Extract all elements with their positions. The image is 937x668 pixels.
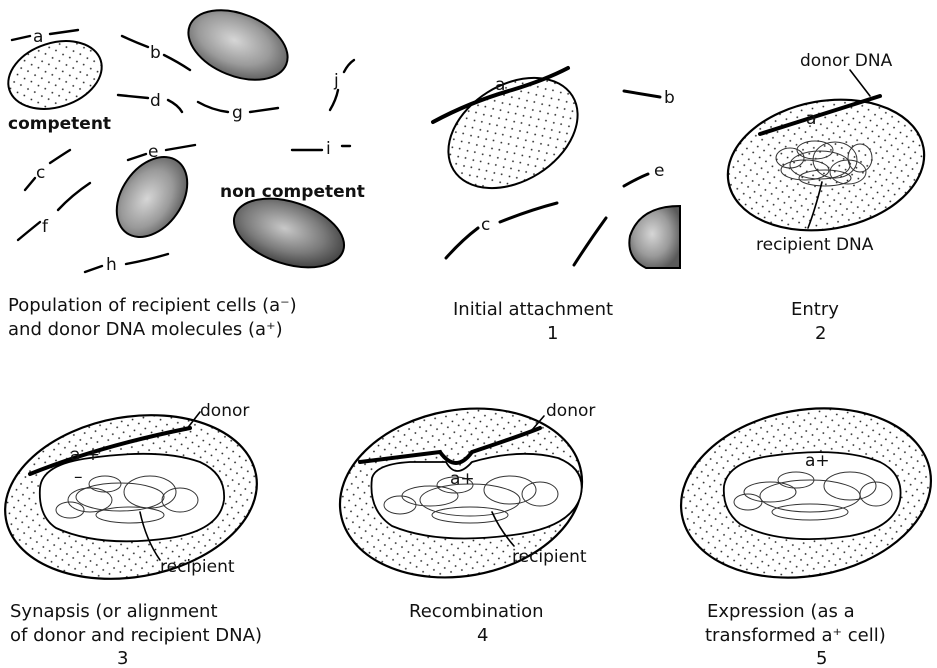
entry-recipient-label: recipient DNA xyxy=(756,235,874,255)
panel-population: a b c d e f g h i j competent non compet… xyxy=(0,0,365,340)
fragment-e-label: e xyxy=(148,142,158,162)
recombination-donor-label: donor xyxy=(546,401,595,421)
caption-recombination-number: 4 xyxy=(477,625,488,646)
caption-attachment-number: 1 xyxy=(547,323,558,344)
fragment-i-label: i xyxy=(326,139,331,159)
attachment-cell xyxy=(428,55,598,211)
panel-synapsis: donor a + – recipient Synapsis (or align… xyxy=(0,396,270,668)
caption-expression-number: 5 xyxy=(816,648,827,668)
fragment-h-label: h xyxy=(106,255,117,275)
caption-population-line2: and donor DNA molecules (a⁺) xyxy=(8,319,283,340)
competent-label: competent xyxy=(8,114,111,134)
entry-donor-label: donor DNA xyxy=(800,51,893,71)
fragment-g-label: g xyxy=(232,103,243,123)
caption-attachment: Initial attachment xyxy=(453,299,613,320)
caption-synapsis-line2: of donor and recipient DNA) xyxy=(10,625,262,646)
synapsis-donor-label: donor xyxy=(200,401,249,421)
synapsis-marker-plus: a + xyxy=(70,445,100,465)
caption-synapsis-line1: Synapsis (or alignment xyxy=(10,601,218,622)
noncompetent-cell-top xyxy=(178,0,298,93)
entry-donor-pointer xyxy=(850,70,870,96)
caption-expression-line2: transformed a⁺ cell) xyxy=(705,625,886,646)
fragment-c-label: c xyxy=(36,163,45,183)
fragment-c-label-p1: c xyxy=(481,215,490,235)
fragment-e-label-p1: e xyxy=(654,161,664,181)
noncompetent-label: non competent xyxy=(220,182,365,202)
competent-cell xyxy=(0,30,111,121)
fragment-f-label: f xyxy=(42,217,49,237)
caption-entry: Entry xyxy=(791,299,839,320)
fragment-j-label: j xyxy=(333,71,339,91)
synapsis-marker-minus: – xyxy=(74,467,83,487)
partial-noncompetent-cell xyxy=(629,206,680,268)
fragment-f-line xyxy=(18,183,90,240)
panel-expression: a+ Expression (as a transformed a⁺ cell)… xyxy=(668,389,937,668)
fragment-d-label: d xyxy=(150,91,161,111)
caption-expression-line1: Expression (as a xyxy=(707,601,855,622)
caption-recombination: Recombination xyxy=(409,601,544,622)
fragment-b-line-p1 xyxy=(624,91,660,97)
caption-synapsis-number: 3 xyxy=(117,648,128,668)
fragment-e-line-p1 xyxy=(624,174,648,186)
donor-fragment-a-label: a xyxy=(495,75,505,95)
loose-fragment-p1 xyxy=(574,218,606,265)
entry-fragment-label: a xyxy=(806,109,816,129)
panel-initial-attachment: a b c e Initial attachment 1 xyxy=(428,55,680,344)
fragment-c-line xyxy=(25,150,70,190)
fragment-h-line xyxy=(85,254,168,272)
recombination-marker: a+ xyxy=(450,469,475,489)
recombination-recipient-label: recipient xyxy=(512,547,587,567)
synapsis-nucleoid xyxy=(40,454,224,541)
fragment-a-line xyxy=(12,30,78,40)
fragment-a-label: a xyxy=(33,27,43,47)
synapsis-recipient-label: recipient xyxy=(160,557,235,577)
expression-marker: a+ xyxy=(805,451,830,471)
caption-entry-number: 2 xyxy=(815,323,826,344)
fragment-b-label-p1: b xyxy=(664,88,675,108)
panel-entry: a donor DNA recipient DNA Entry 2 xyxy=(717,51,934,344)
panel-recombination: donor a+ recipient Recombination 4 xyxy=(326,390,595,646)
caption-population-line1: Population of recipient cells (a⁻) xyxy=(8,295,297,316)
fragment-b-label: b xyxy=(150,43,161,63)
fragment-c-line-p1 xyxy=(446,203,557,258)
fragment-i-line xyxy=(292,146,350,150)
